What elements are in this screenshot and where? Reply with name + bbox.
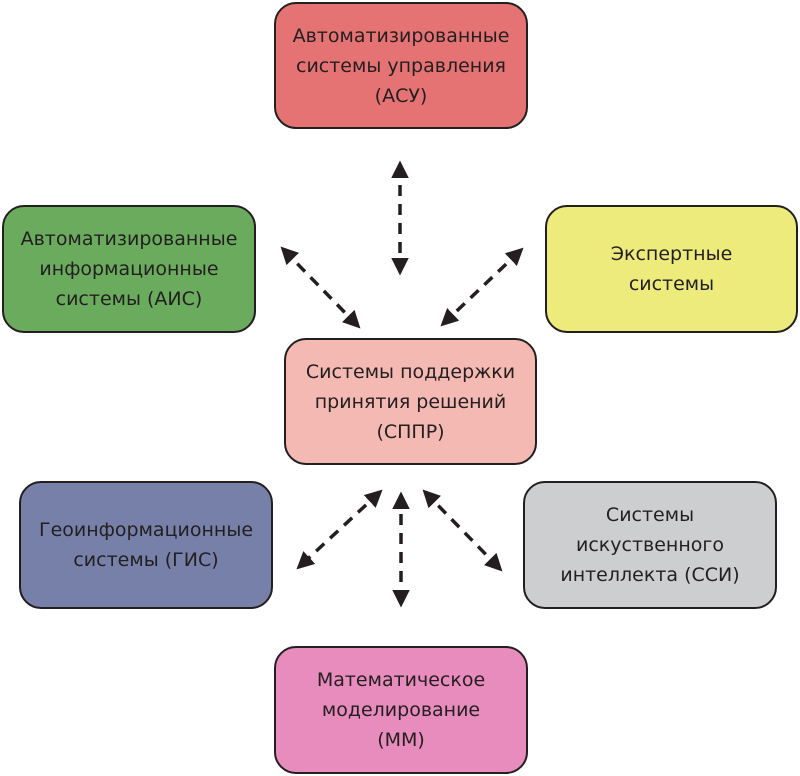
node-ssi-label: Системы искуственного интеллекта (ССИ) [560,504,740,586]
edge-sppr-gis [296,489,383,570]
edge-sppr-es [440,247,524,327]
edge-sppr-ssi [422,489,503,572]
node-sppr: Системы поддержки принятия решений (СППР… [284,338,537,465]
node-ais-label: Автоматизированные информационные систем… [20,228,238,310]
node-mm-label: Математическое моделирование (ММ) [316,669,486,751]
node-ssi: Системы искуственного интеллекта (ССИ) [523,481,777,609]
node-gis-label: Геоинформационные системы (ГИС) [38,519,254,571]
node-expert-systems: Экспертные системы [545,205,798,333]
node-gis: Геоинформационные системы (ГИС) [19,481,273,609]
node-ais: Автоматизированные информационные систем… [2,205,256,333]
node-sppr-label: Системы поддержки принятия решений (СППР… [305,360,516,443]
node-asu-label: Автоматизированные системы управления (А… [292,24,510,107]
node-expert-systems-label: Экспертные системы [610,243,733,295]
node-asu: Автоматизированные системы управления (А… [274,2,528,129]
edge-sppr-ais [280,246,361,329]
node-mm: Математическое моделирование (ММ) [274,646,528,774]
